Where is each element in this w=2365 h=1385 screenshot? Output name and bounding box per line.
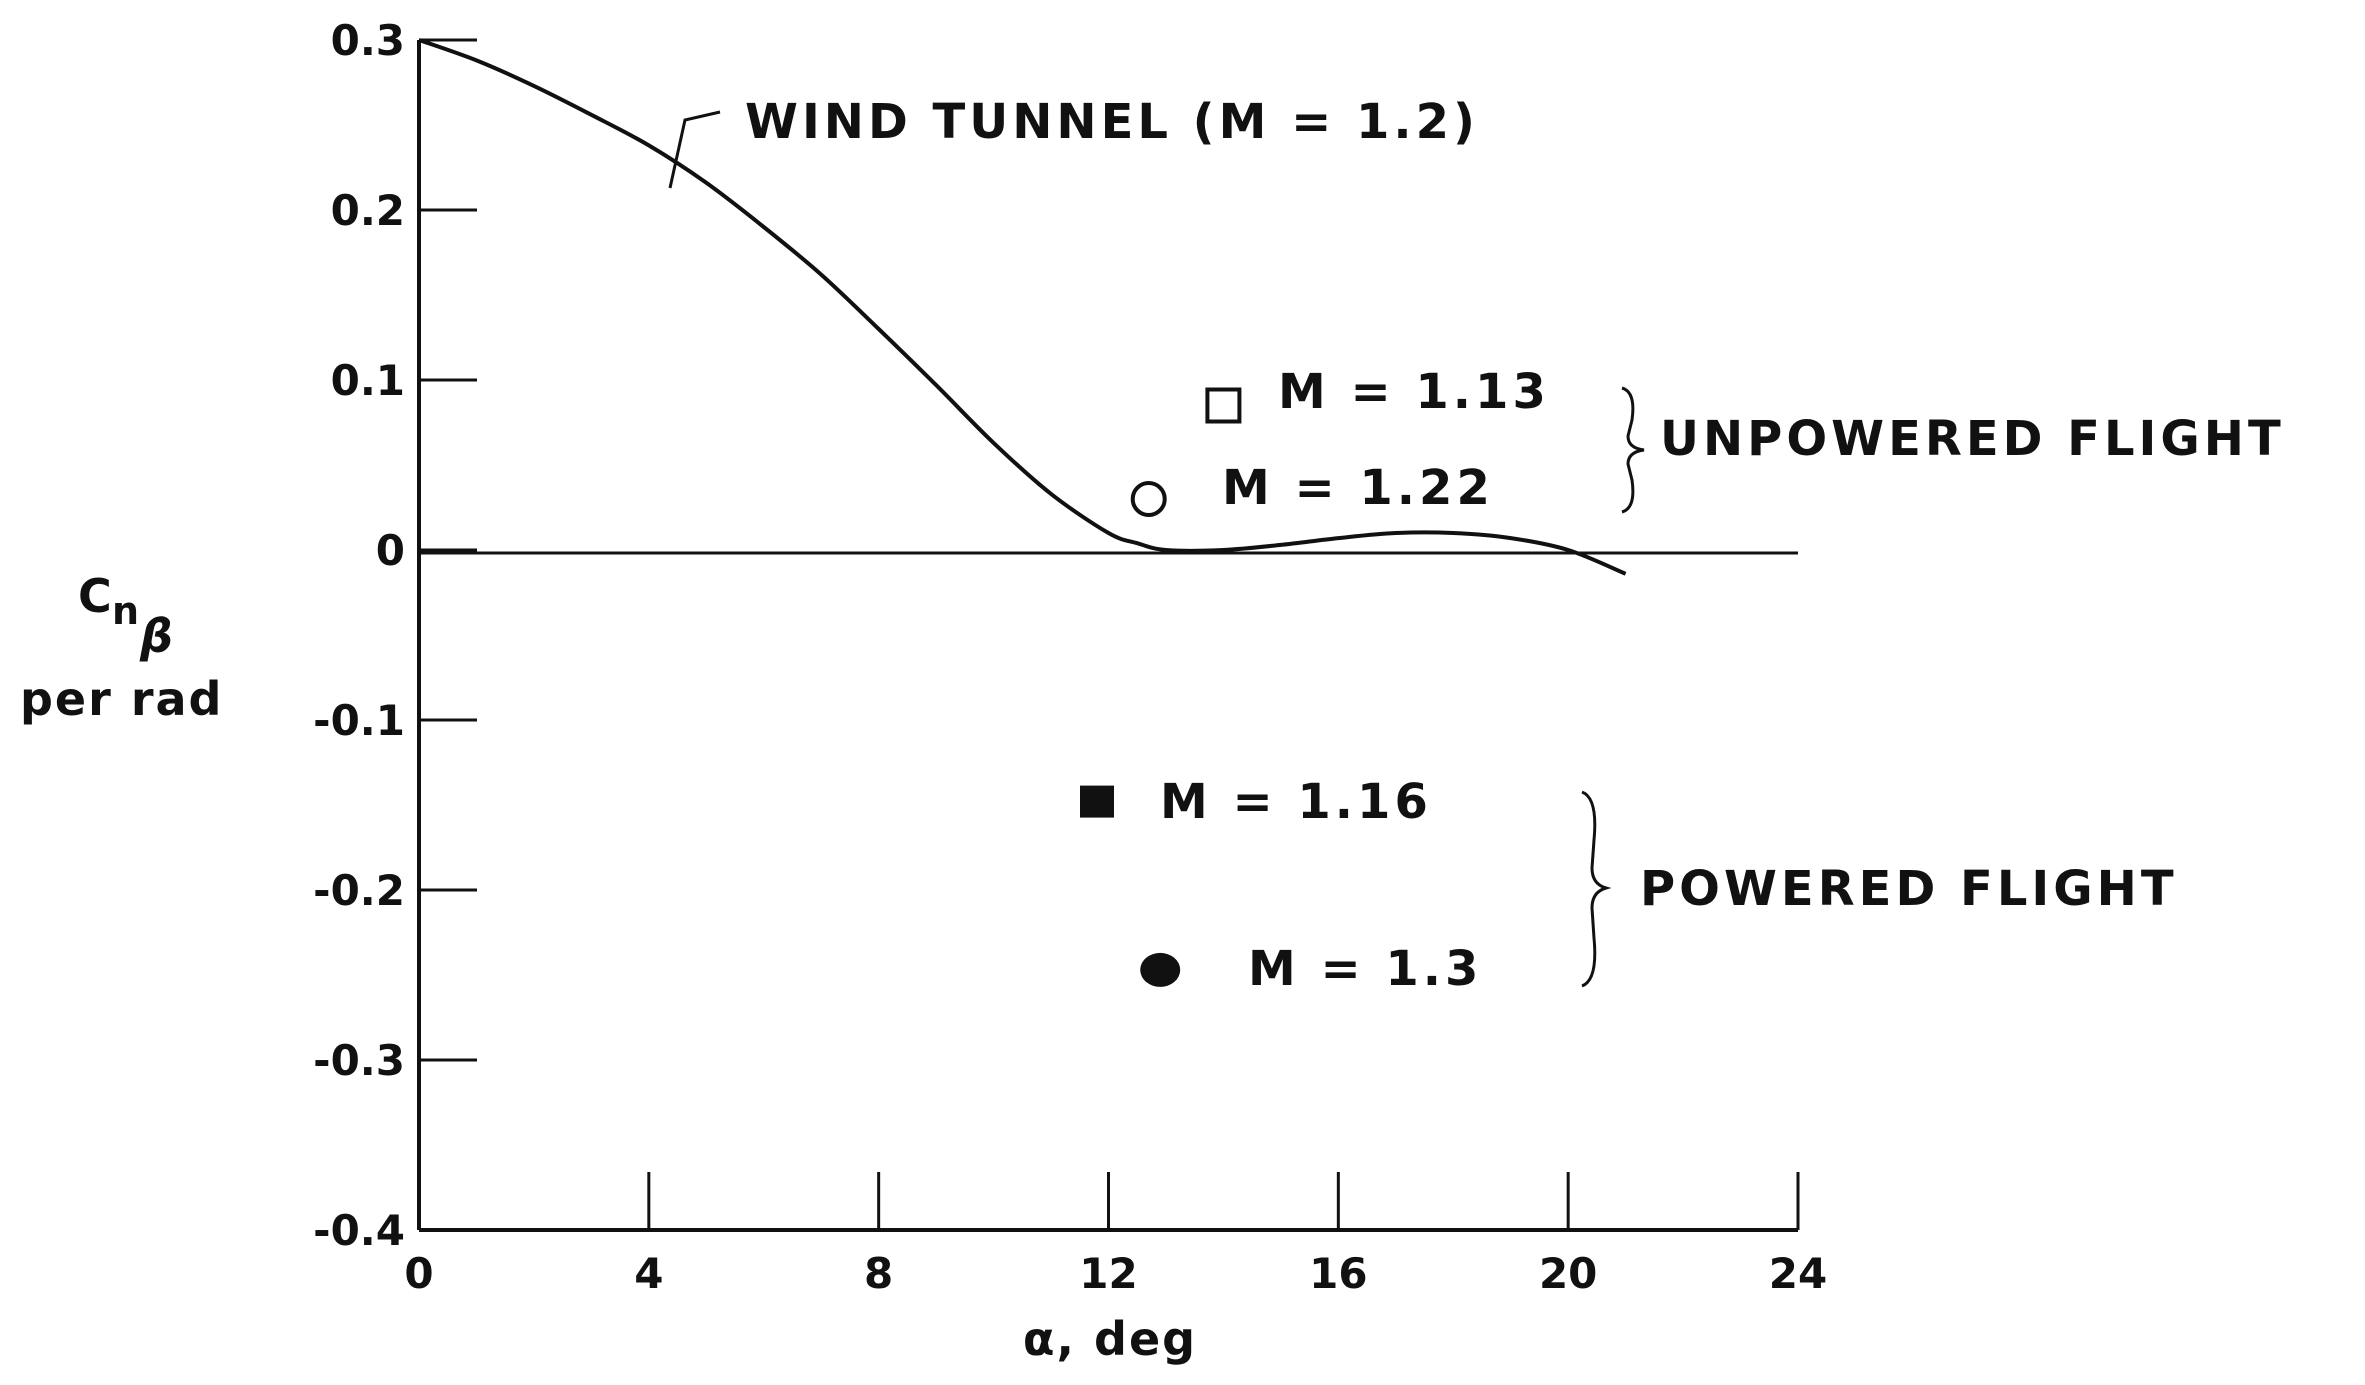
x-tick-label: 8	[864, 1249, 893, 1298]
marker-13	[1140, 952, 1181, 987]
y-tick-label: 0	[376, 526, 405, 575]
plot-area: 0.3 0.2 0.1 0 -0.1 -0.2 -0.3 -0.4 0 4 8 12 16 20 24	[313, 16, 1827, 1298]
label-m-1-13: M = 1.13	[1278, 364, 1550, 420]
powered-flight-label: POWERED FLIGHT	[1640, 861, 2178, 917]
x-tick-label: 12	[1079, 1249, 1137, 1298]
x-axis-label: α, deg	[1023, 1312, 1197, 1366]
y-axis-label: C n β per rad	[20, 569, 223, 726]
marker-116	[1080, 785, 1115, 818]
x-ticks: 0 4 8 12 16 20 24	[404, 1172, 1827, 1298]
x-tick-label: 20	[1539, 1249, 1597, 1298]
y-axis-label-n: n	[112, 589, 139, 633]
y-tick-label: -0.2	[313, 866, 405, 915]
unpowered-brace	[1621, 386, 1645, 514]
y-axis-label-beta: β	[139, 609, 173, 663]
y-tick-label: 0.3	[331, 16, 405, 65]
y-tick-label: 0.1	[331, 356, 405, 405]
y-tick-label: 0.2	[331, 186, 405, 235]
unpowered-flight-label: UNPOWERED FLIGHT	[1660, 411, 2285, 467]
marker-122	[1130, 481, 1167, 517]
y-ticks: 0.3 0.2 0.1 0 -0.1 -0.2 -0.3 -0.4	[313, 16, 477, 1255]
x-tick-label: 24	[1769, 1249, 1827, 1298]
y-axis-label-c: C	[78, 569, 112, 623]
data-markers	[1080, 387, 1242, 987]
wind-tunnel-label: WIND TUNNEL (M = 1.2)	[745, 94, 1479, 150]
x-tick-label: 16	[1309, 1249, 1367, 1298]
y-tick-label: -0.1	[313, 696, 405, 745]
y-axis-label-unit: per rad	[20, 672, 223, 726]
powered-brace	[1581, 790, 1612, 988]
y-tick-label: -0.3	[313, 1036, 405, 1085]
x-tick-label: 4	[634, 1249, 663, 1298]
marker-113	[1205, 387, 1242, 424]
label-m-1-22: M = 1.22	[1222, 460, 1494, 516]
y-tick-label: -0.4	[313, 1206, 405, 1255]
wind-tunnel-series-line	[418, 38, 1627, 576]
x-tick-label: 0	[404, 1249, 433, 1298]
label-m-1-16: M = 1.16	[1160, 774, 1432, 830]
wind-tunnel-leader	[668, 110, 721, 189]
wind-tunnel-annotation: WIND TUNNEL (M = 1.2)	[668, 94, 1479, 189]
label-m-1-3: M = 1.3	[1248, 941, 1482, 997]
